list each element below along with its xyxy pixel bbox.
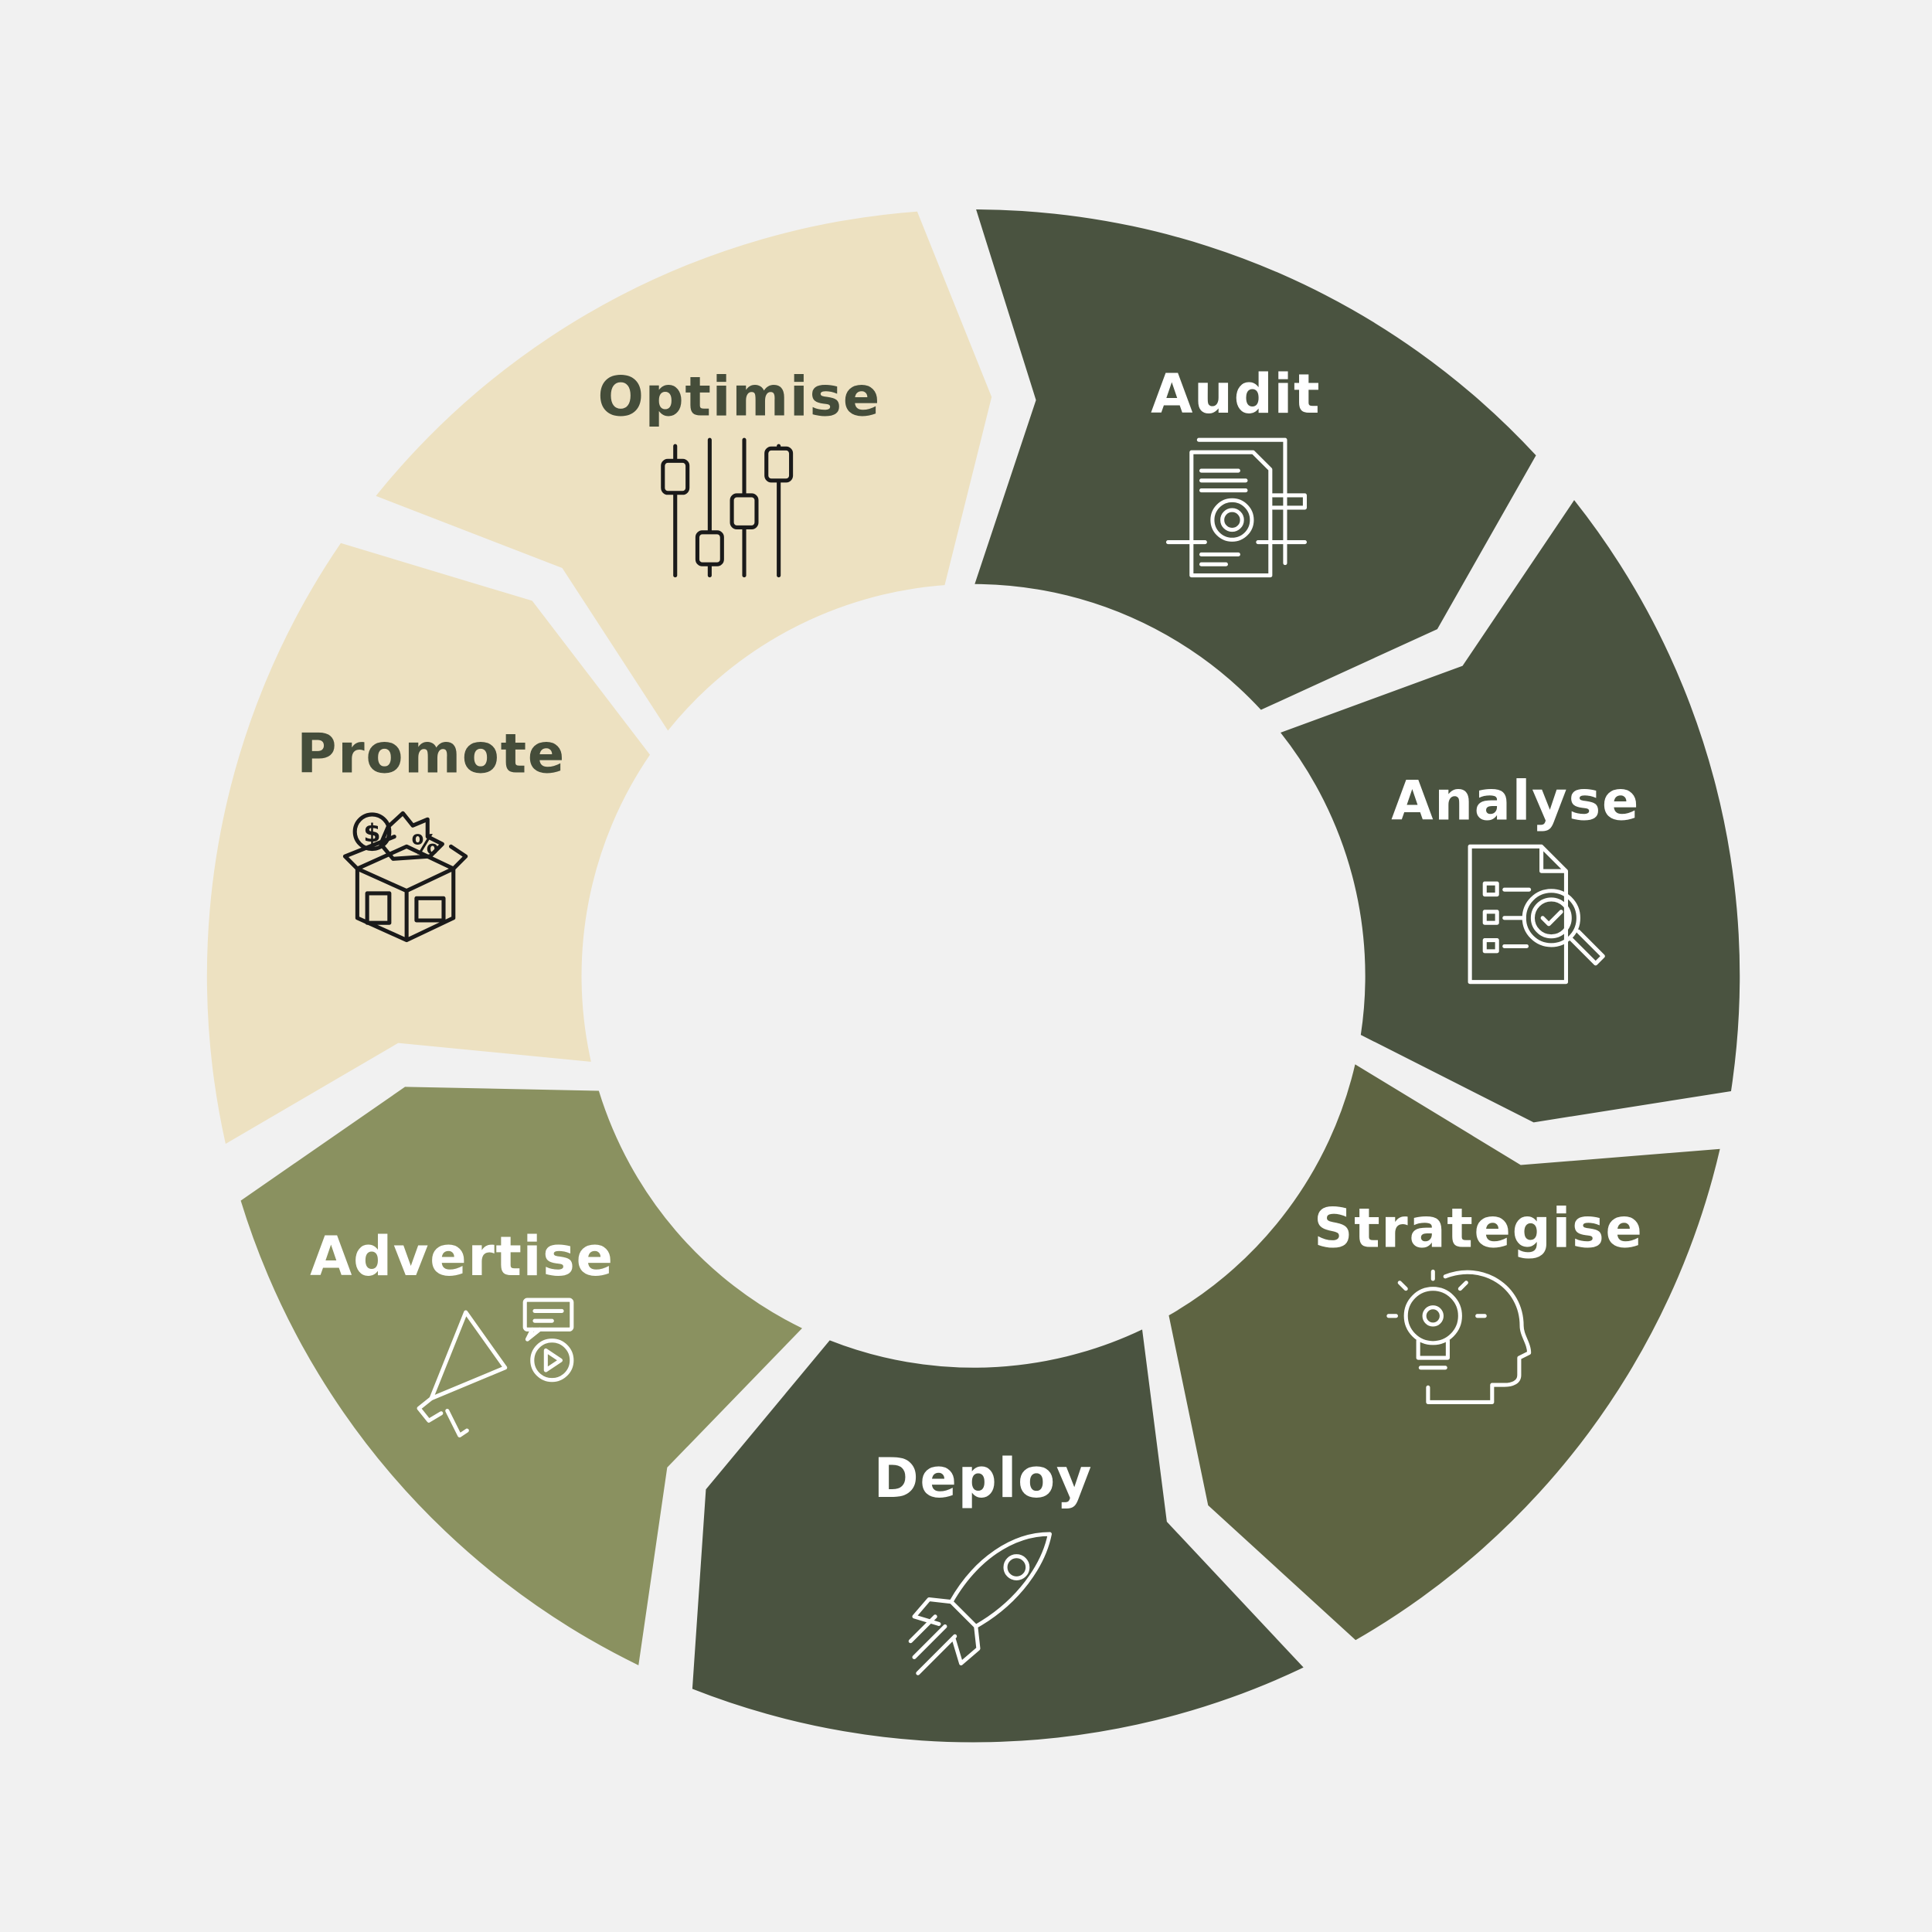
discount-box-icon: % $	[342, 811, 468, 943]
segment-strategise	[1168, 1064, 1720, 1641]
segment-advertise	[240, 1087, 802, 1665]
percent-glyph: %	[412, 829, 439, 861]
label-strategise: Strategise	[1314, 1197, 1644, 1260]
label-optimise: Optimise	[597, 365, 881, 428]
segment-deploy	[692, 1329, 1304, 1743]
rocket-icon	[908, 1532, 1052, 1675]
label-advertise: Advertise	[310, 1225, 614, 1288]
head-lightbulb-icon	[1386, 1269, 1532, 1404]
label-promote: Promote	[297, 723, 566, 786]
segment-promote	[206, 543, 651, 1145]
document-audit-icon	[1165, 437, 1308, 578]
segments	[206, 209, 1740, 1743]
label-audit: Audit	[1151, 362, 1321, 426]
checklist-magnifier-icon	[1468, 844, 1605, 985]
label-deploy: Deploy	[874, 1447, 1094, 1510]
label-analyse: Analyse	[1391, 769, 1640, 832]
sliders-icon	[661, 437, 794, 578]
segment-audit	[975, 209, 1536, 710]
dollar-glyph: $	[363, 818, 380, 848]
segment-analyse	[1281, 500, 1740, 1123]
megaphone-icon	[417, 1298, 574, 1438]
